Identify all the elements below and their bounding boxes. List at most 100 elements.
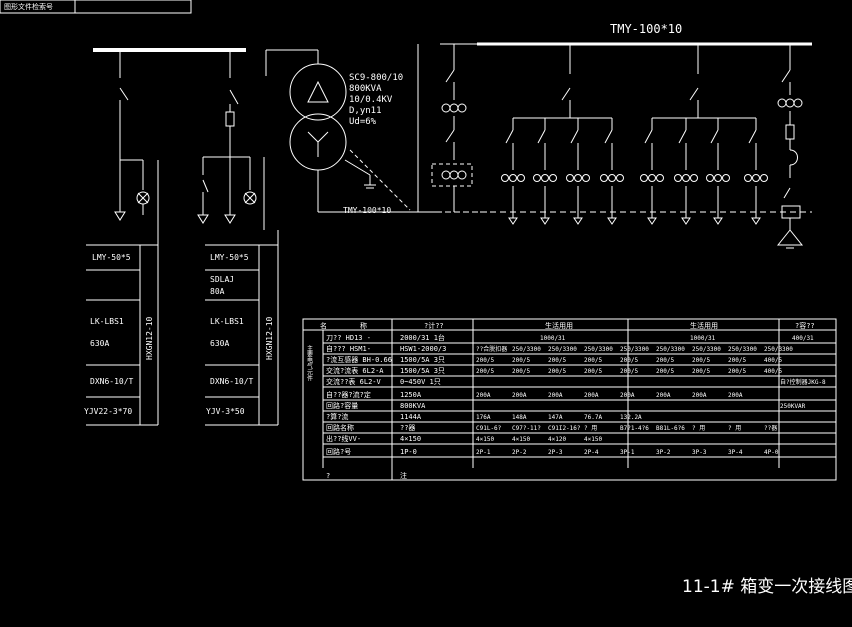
feeder-switch [674, 118, 698, 225]
table-cell: 200A [512, 392, 527, 399]
svg-text:10/0.4KV: 10/0.4KV [349, 95, 393, 105]
table-cell: 400/5 [764, 368, 782, 375]
table-cell: 200/5 [728, 357, 746, 364]
feeder-switch [706, 118, 730, 225]
svg-text:D,yn11: D,yn11 [349, 106, 382, 116]
svg-text:SC9-800/10: SC9-800/10 [349, 73, 403, 83]
table-cell: 250/3300 [692, 346, 721, 353]
table-cell: 250/3300 [584, 346, 613, 353]
table-cell: 0~450V 1只 [400, 378, 441, 386]
table-cell: 1P-0 [400, 448, 417, 456]
table-cell: ??器 [764, 425, 777, 432]
table-header-cell: 名 [320, 321, 327, 330]
stamp-box [0, 0, 192, 14]
table-cell: ?算?流 [326, 412, 348, 421]
svg-text:SDLAJ: SDLAJ [210, 275, 234, 284]
svg-text:LMY-50*5: LMY-50*5 [92, 253, 131, 262]
table-cell: 3P-3 [692, 449, 707, 456]
svg-text:LMY-50*5: LMY-50*5 [210, 253, 249, 262]
table-cell: C91L-6? [476, 425, 502, 432]
table-cell: 200A [476, 392, 491, 399]
table-cell: 200/5 [476, 357, 494, 364]
table-cell: 自??? HSM1- [326, 344, 371, 353]
svg-text:Ud=6%: Ud=6% [349, 117, 377, 127]
svg-text:LK-LBS1: LK-LBS1 [210, 317, 244, 326]
svg-text:HXGN12-10: HXGN12-10 [265, 316, 274, 360]
table-cell: 200/5 [656, 357, 674, 364]
feeder-switch [600, 118, 624, 225]
table-cell: 200/5 [728, 368, 746, 375]
transformer-spec: SC9-800/10 800KVA 10/0.4KV D,yn11 Ud=6% [349, 73, 403, 127]
table-cell: 3P-4 [728, 449, 743, 456]
drawing-title: 11-1# 箱变一次接线图 [682, 577, 852, 597]
table-cell: 交流??表 6L2-V [326, 377, 382, 386]
table-cell: 1000/31 [540, 335, 566, 342]
table-cell: 1144A [400, 413, 422, 421]
table-cell: 200/5 [692, 357, 710, 364]
svg-text:HXGN12-10: HXGN12-10 [145, 316, 154, 360]
table-cell: 200A [548, 392, 563, 399]
table-cell: 200/5 [620, 368, 638, 375]
table-cell: 200/5 [512, 368, 530, 375]
table-header-cell: ?计?? [424, 321, 444, 330]
table-cell: HSW1-2000/3 [400, 345, 446, 353]
table-cell: 200/5 [548, 357, 566, 364]
table-cell: 200/5 [584, 357, 602, 364]
link-busbar-label: TMY-100*10 [343, 206, 391, 215]
table-cell: 250/3300 [764, 346, 793, 353]
hv-left-specs: LMY-50*5 LK-LBS1 630A DXN6-10/T YJV22-3*… [84, 253, 154, 416]
table-cell: 250/3300 [656, 346, 685, 353]
svg-text:80A: 80A [210, 287, 225, 296]
svg-text:LK-LBS1: LK-LBS1 [90, 317, 124, 326]
hv-right-specs: LMY-50*5 SDLAJ 80A LK-LBS1 630A DXN6-10/… [206, 253, 274, 416]
feeder-switch [566, 118, 590, 225]
table-cell: 200A [692, 392, 707, 399]
table-header-cell: 生活用用 [690, 321, 718, 330]
table-cell: ? 用 [584, 425, 597, 432]
table-cell: 刀?? HD13 - [326, 334, 371, 342]
table-cell: 2000/31 1台 [400, 333, 445, 342]
lv-busbar-label: TMY-100*10 [610, 22, 682, 36]
table-header-cell: ?容?? [795, 321, 815, 330]
table-header-cell: 生活用用 [545, 321, 573, 330]
table-cell: 3P-2 [656, 449, 671, 456]
table-cell: 回路?号 [326, 447, 351, 456]
table-cell: 147A [548, 414, 563, 421]
table-cell: 4P-0 [764, 449, 779, 456]
table-cell: 200/5 [512, 357, 530, 364]
svg-text:800KVA: 800KVA [349, 84, 382, 94]
table-cell: ??器 [400, 424, 415, 432]
table-cell: 250/3300 [512, 346, 541, 353]
table-cell: 250KVAR [780, 403, 806, 410]
table-side-label: 主要电气元件 [306, 344, 313, 382]
table-cell: 200A [728, 392, 743, 399]
table-cell: 1500/5A 3只 [400, 367, 445, 375]
table-cell: 200/5 [656, 368, 674, 375]
table-cell: 3P-1 [620, 449, 635, 456]
svg-text:DXN6-10/T: DXN6-10/T [210, 377, 254, 386]
table-cell: 4×120 [548, 436, 566, 443]
table-cell: B7?1-4?6 [620, 425, 649, 432]
table-cell: ??合脱扣器 [476, 345, 507, 353]
svg-text:630A: 630A [90, 339, 109, 348]
table-cell: 4×150 [400, 435, 421, 443]
table-cell: 176A [476, 414, 491, 421]
table-cell: 4×150 [512, 436, 530, 443]
table-cell: 200/5 [620, 357, 638, 364]
table-cell: ? 用 [728, 425, 741, 432]
table-cell: 200/5 [692, 368, 710, 375]
transformer-primary-winding [289, 63, 347, 121]
table-cell: ? [326, 472, 330, 480]
table-cell: 132.2A [620, 414, 642, 421]
table-cell: 交流?流表 6L2-A [326, 366, 384, 375]
equipment-table: 名称?计??生活用用生活用用?容??主要电气元件刀?? HD13 -2000/3… [303, 321, 836, 480]
table-cell: 250/3300 [620, 346, 649, 353]
table-cell: 自?控制器JKG-8 [780, 378, 826, 386]
table-cell: 回路名称 [326, 423, 354, 432]
table-cell: 200A [620, 392, 635, 399]
stamp-label: 图形文件检索号 [4, 2, 53, 11]
table-cell: 4×150 [584, 436, 602, 443]
table-cell: C91I2-16? [548, 425, 581, 432]
svg-text:YJV22-3*70: YJV22-3*70 [84, 407, 132, 416]
